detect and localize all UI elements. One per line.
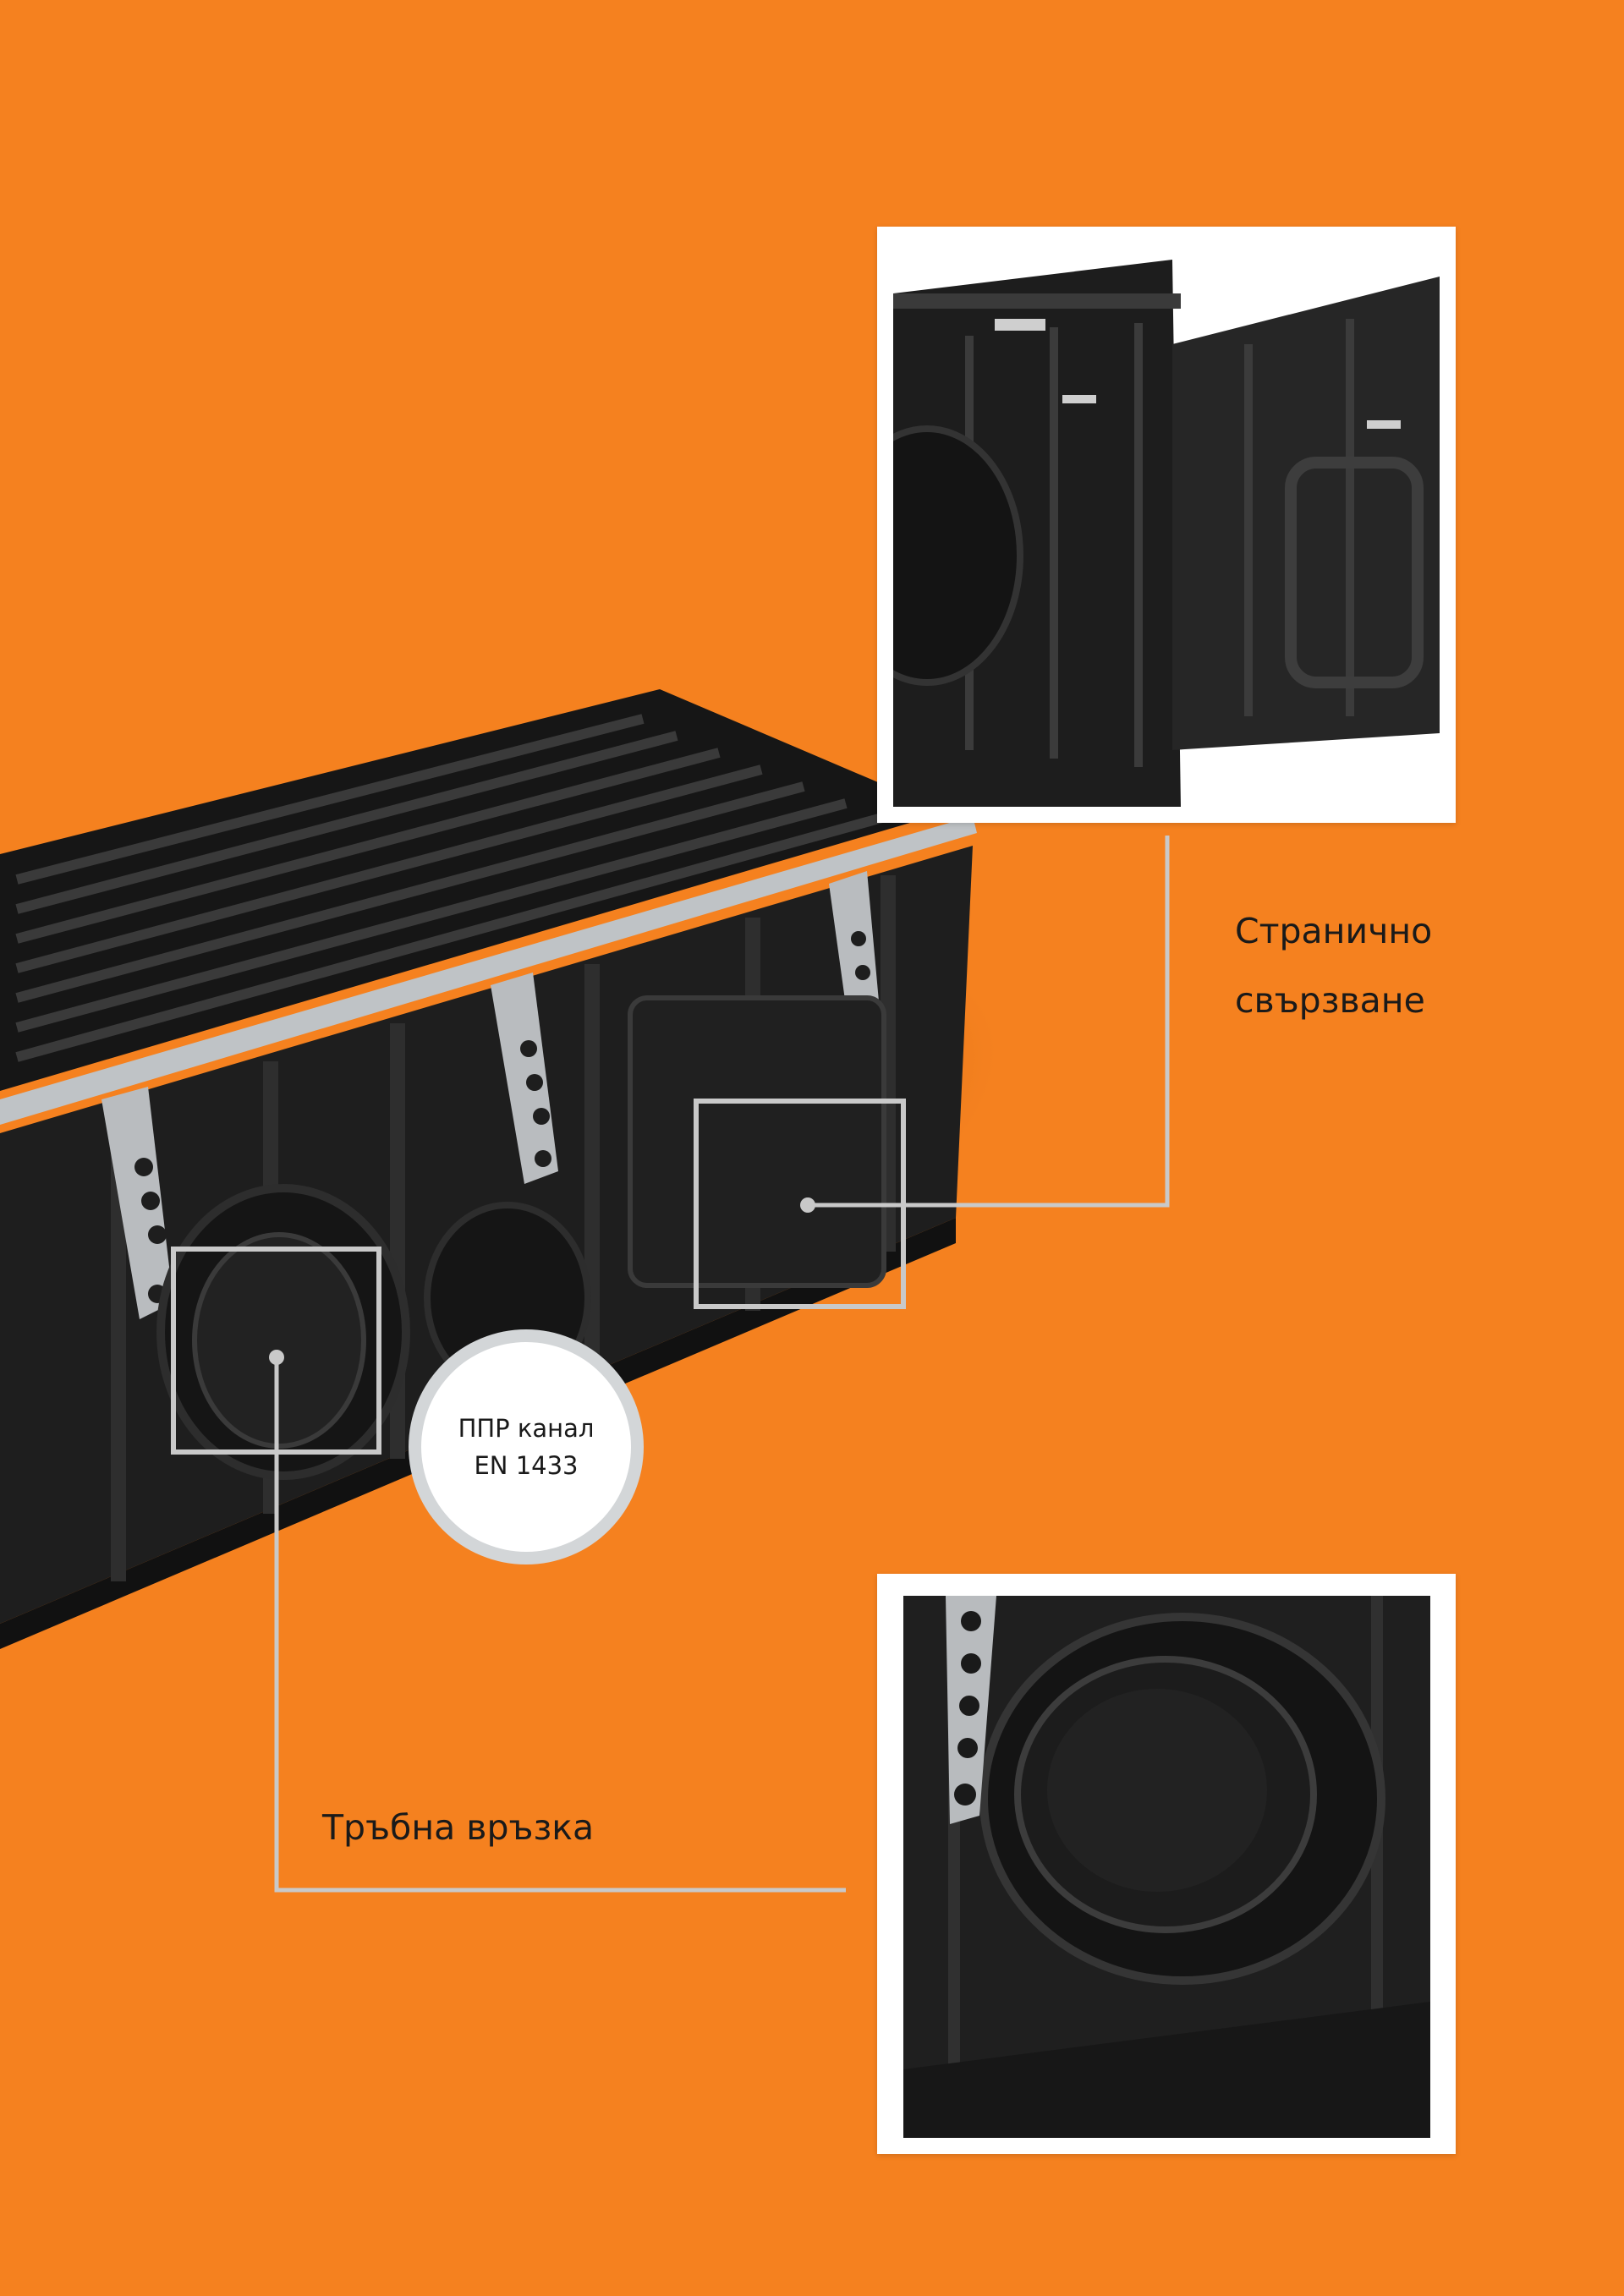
ppr-channel-badge: ППР канал EN 1433 (409, 1329, 644, 1564)
grating-top (0, 689, 947, 1091)
pipe-callout-line (274, 1357, 846, 1893)
steel-edge (0, 816, 977, 1125)
side-connection-photo (893, 243, 1440, 807)
side-callout-line (808, 836, 1170, 1208)
pipe-connection-photo-frame (877, 1574, 1456, 2154)
side-opening (628, 995, 886, 1288)
side-connection-label: Странично свързване (1235, 896, 1432, 1035)
grating-slots (15, 714, 890, 1062)
badge-line2: EN 1433 (474, 1451, 579, 1480)
pipe-connection-label: Тръбна връзка (322, 1807, 595, 1848)
badge-disc: ППР канал EN 1433 (421, 1342, 631, 1552)
pipe-connection-photo (903, 1596, 1430, 2138)
pipe-callout-dot (269, 1350, 284, 1365)
side-connection-line1: Странично (1235, 911, 1433, 951)
side-callout-dot (800, 1197, 815, 1213)
side-connection-photo-frame (877, 227, 1456, 823)
badge-line1: ППР канал (458, 1414, 595, 1443)
side-connection-line2: свързване (1235, 980, 1425, 1021)
